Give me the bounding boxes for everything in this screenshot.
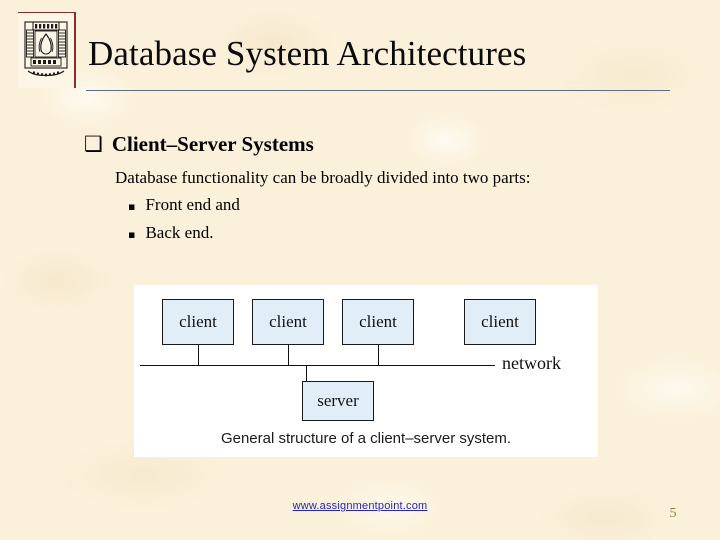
university-crest-logo [18,12,76,88]
square-outline-bullet-icon: ❑ [84,132,103,156]
bullet-level3-label: Front end and [145,195,240,214]
server-box: server [302,381,374,421]
client-1-connector [198,345,199,365]
client-box-1: client [162,299,234,345]
server-box-label: server [317,391,359,410]
title-divider [86,90,670,91]
bullet-level1-label: Client–Server Systems [111,132,314,156]
client-box-label: client [481,312,519,331]
bullet-level2-label: Database functionality can be broadly di… [115,168,531,187]
bullet-level3-front-end: ▪ Front end and [128,194,240,217]
footer-website-link[interactable]: www.assignmentpoint.com [292,500,428,512]
client-box-2: client [252,299,324,345]
square-filled-bullet-icon: ▪ [128,228,136,241]
client-box-3: client [342,299,414,345]
network-backbone-line [140,365,495,366]
bullet-level3-label: Back end. [145,223,214,242]
bullet-level3-back-end: ▪ Back end. [128,222,213,245]
diagram-caption: General structure of a client–server sys… [220,430,512,447]
client-2-connector [288,345,289,365]
slide-title: Database System Architectures [88,34,527,73]
client-box-label: client [179,312,217,331]
bullet-level1: ❑ Client–Server Systems [84,132,314,157]
server-connector [306,365,307,381]
square-filled-bullet-icon: ▪ [128,200,136,213]
client-box-label: client [359,312,397,331]
client-3-connector [378,345,379,365]
client-server-diagram: client client client client network serv… [134,285,598,457]
client-box-4: client [464,299,536,345]
client-box-label: client [269,312,307,331]
network-label: network [502,353,561,373]
page-number: 5 [669,506,677,521]
